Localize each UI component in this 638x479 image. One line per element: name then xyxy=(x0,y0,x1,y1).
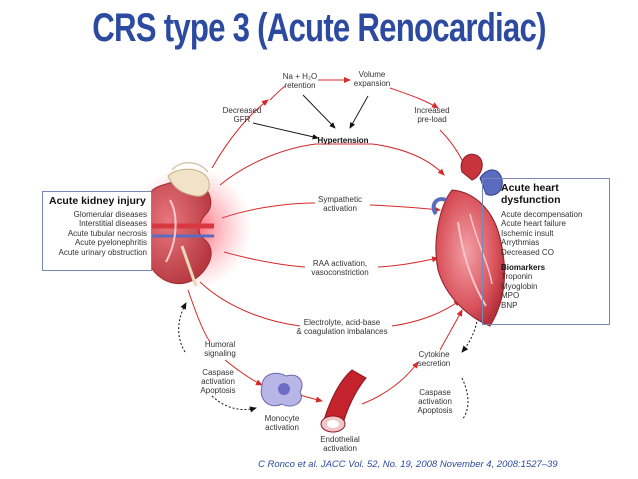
biomarker-item: BNP xyxy=(501,300,518,310)
dotted-arrow-right-up xyxy=(461,309,479,353)
arrow-endothelial-to-cytokine xyxy=(361,361,419,405)
aki-item: Acute pyelonephritis xyxy=(74,238,147,248)
dotted-arrow-right xyxy=(461,377,469,421)
kidney-illustration xyxy=(128,162,252,290)
biomarker-item: Myoglobin xyxy=(501,281,538,291)
aki-item: Acute tubular necrosis xyxy=(67,228,147,238)
label-electrolyte: Electrolyte, acid-base& coagulation imba… xyxy=(296,318,388,336)
arrow-gfr-to-na-retention xyxy=(269,85,286,101)
heart-title-line1: Acute heart xyxy=(501,182,559,194)
arrow-humoral-to-monocyte xyxy=(224,359,263,386)
aki-item: Glomerular diseases xyxy=(73,210,147,219)
heart-item: Ischemic insult xyxy=(501,228,554,238)
arrow-volume-to-preload xyxy=(389,87,439,109)
biomarkers-title: Biomarkers xyxy=(501,263,546,273)
page-title: CRS type 3 (Acute Renocardiac) xyxy=(92,6,546,50)
arrow-kidney-to-decreased-gfr xyxy=(211,99,269,169)
biomarker-item: MPO xyxy=(501,291,520,301)
biomarker-item: Troponin xyxy=(501,272,533,282)
aki-item: Acute urinary obstruction xyxy=(58,247,148,257)
heart-item: Acute heart failure xyxy=(501,219,566,229)
arrow-kidney-to-hypertension-to-heart xyxy=(219,143,445,186)
heart-title-line2: dysfunction xyxy=(501,194,561,206)
heart-item: Arrythmias xyxy=(501,238,540,248)
blood-vessel-illustration xyxy=(320,369,367,433)
arrow-kidney-to-humoral xyxy=(187,289,211,343)
heart-illustration xyxy=(431,153,506,327)
arrow-electrolyte xyxy=(199,281,460,327)
dotted-arrow-left xyxy=(178,302,187,353)
aki-item: Interstitial diseases xyxy=(78,219,147,229)
aki-box: Acute kidney injury Glomerular diseases … xyxy=(42,191,152,271)
arrow-retention-to-hypertension xyxy=(302,94,336,129)
arrow-volume-to-hypertension xyxy=(349,95,369,129)
aki-title: Acute kidney injury xyxy=(49,195,146,207)
heart-item: Acute decompensation xyxy=(501,210,583,219)
heart-item: Decreased CO xyxy=(501,247,554,257)
arrow-monocyte-to-endothelial xyxy=(299,394,323,403)
heart-box: Acute heart dysfunction Acute decompensa… xyxy=(482,178,610,325)
arrow-cytokine-to-heart xyxy=(439,309,463,351)
monocyte-illustration xyxy=(260,372,303,407)
dotted-arrow-bottom-left xyxy=(211,395,257,413)
label-hypertension: Hypertension xyxy=(317,136,369,145)
arrow-gfr-to-hypertension xyxy=(252,122,319,140)
label-raa: RAA activation,vasoconstriction xyxy=(311,259,369,277)
citation: C Ronco et al. JACC Vol. 52, No. 19, 200… xyxy=(258,459,558,470)
